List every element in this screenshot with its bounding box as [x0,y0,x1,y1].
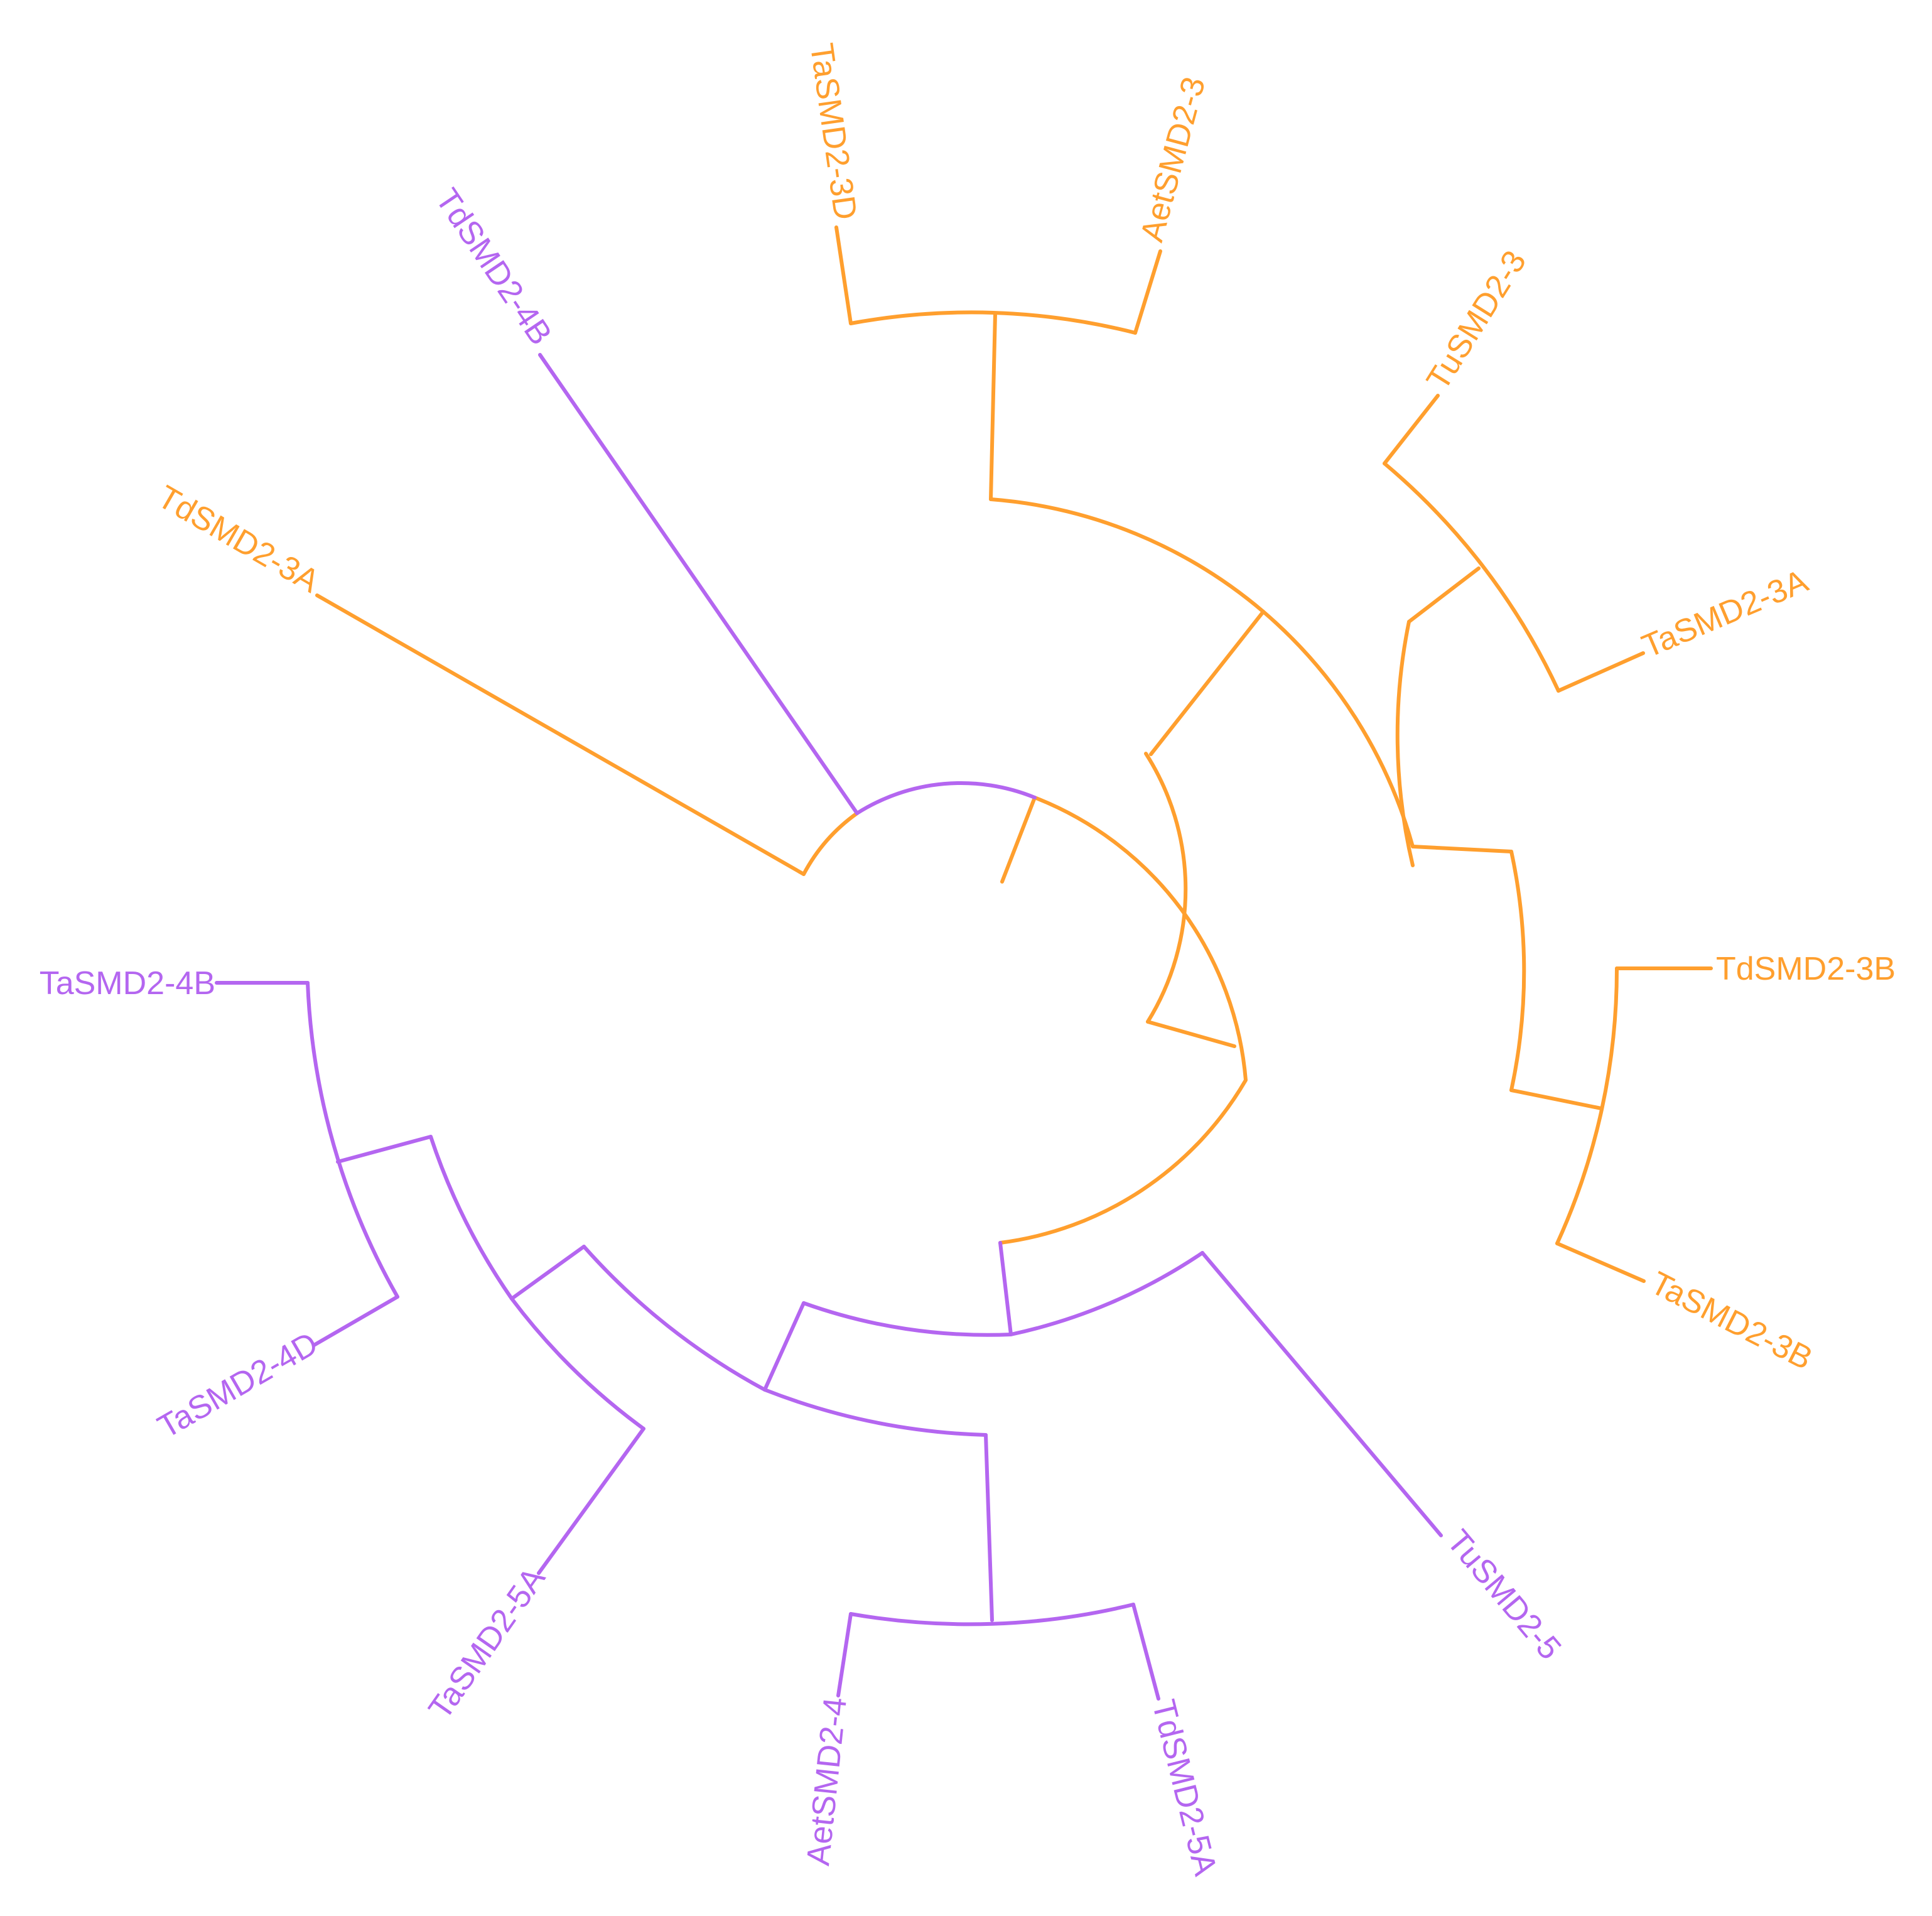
branch-purple-bottom-stem [984,1433,994,1622]
leaf-label-tdsmd2-5a: TdSMD2-5A [1145,1696,1224,1880]
branch-orange-right-upper [1407,566,1481,624]
leaf-label-tasmd2-3d: TaSMD2-3D [803,41,864,222]
branch-tasmd2-5a [537,1427,645,1575]
branch-tu-ta3a-arc [1383,462,1560,693]
leaf-label-tasmd2-4b: TaSMD2-4B [40,965,215,1002]
branch-orange-topleft-arc [802,811,859,876]
branch-purple-outer-arc [582,1245,988,1437]
leaf-label-tasmd2-3b: TaSMD2-3B [1645,1265,1818,1377]
branch-purple-lower-left-arc [429,1135,645,1431]
branch-ta4b-ta4d-stem [336,1135,433,1164]
branch-tasmd2-3a [1557,651,1645,693]
leaf-label-tdsmd2-3b: TdSMD2-3B [1716,951,1896,987]
leaf-label-tdsmd2-3a: TdSMD2-3A [151,479,325,600]
purple-clade [215,353,1443,1701]
branch-root-arc [998,796,1248,1245]
branch-tdsmd2-3a [315,593,806,876]
branch-purple-lower-left-stem [510,1245,586,1301]
branch-tdsmd2-4b [538,353,859,815]
branch-ta4b-ta4d-arc [306,981,399,1299]
branch-tasmd2-3d [834,225,853,325]
branch-tasmd2-4d [312,1295,399,1347]
branch-orange-right-arc [1395,620,1415,867]
branch-purple-main-arc [802,1251,1204,1337]
branch-tdsmd2-5a [1131,1603,1160,1701]
branch-purple-top-arc [855,781,1037,815]
leaf-labels: TdSMD2-3A TaSMD2-3D AetSMD2-3 TuSMD2-3 T… [40,41,1896,1880]
branch-tasmd2-3b [1555,1242,1646,1283]
orange-clade [315,225,1713,1283]
leaf-label-tasmd2-3a: TaSMD2-3A [1637,563,1813,665]
leaf-label-tusmd2-5: TuSMD2-5 [1440,1523,1568,1666]
leaf-label-tdsmd2-4b: TdSMD2-4B [428,182,559,352]
branch-td-ta3b-arc [1509,850,1526,1092]
branch-purple-left-stem [763,1301,806,1392]
branch-td-ta3b-stem [1509,1088,1603,1110]
leaf-label-aetsmd2-4: AetSMD2-4 [800,1696,854,1867]
branch-purple-root-stem [998,1241,1013,1336]
branch-td-ta3b-arc2 [1555,966,1619,1245]
branch-inner-orange-arc [1144,752,1188,1024]
branch-orange-right-stem [1411,845,1513,853]
branch-orange-mid-arc [989,497,1415,848]
branch-aetsmd2-3 [1133,249,1162,335]
branch-tusmd2-5 [1201,1251,1443,1537]
root-stub [1000,796,1037,884]
leaf-label-tusmd2-3: TuSMD2-3 [1420,244,1533,396]
branch-aet4-td5a-arc [849,1603,1135,1626]
leaf-label-aetsmd2-3: AetSMD2-3 [1134,73,1213,246]
branch-3d-3-stem [989,312,997,501]
branch-aetsmd2-4 [836,1612,853,1697]
leaf-label-tasmd2-5a: TaSMD2-5A [422,1561,553,1726]
branch-tusmd2-3 [1383,394,1440,465]
branch-orange-upper-stem [1149,610,1265,756]
branch-3d-3-arc [849,310,1137,335]
leaf-label-tasmd2-4d: TaSMD2-4D [152,1325,324,1446]
branch-inner-orange-stub [1146,1020,1236,1048]
